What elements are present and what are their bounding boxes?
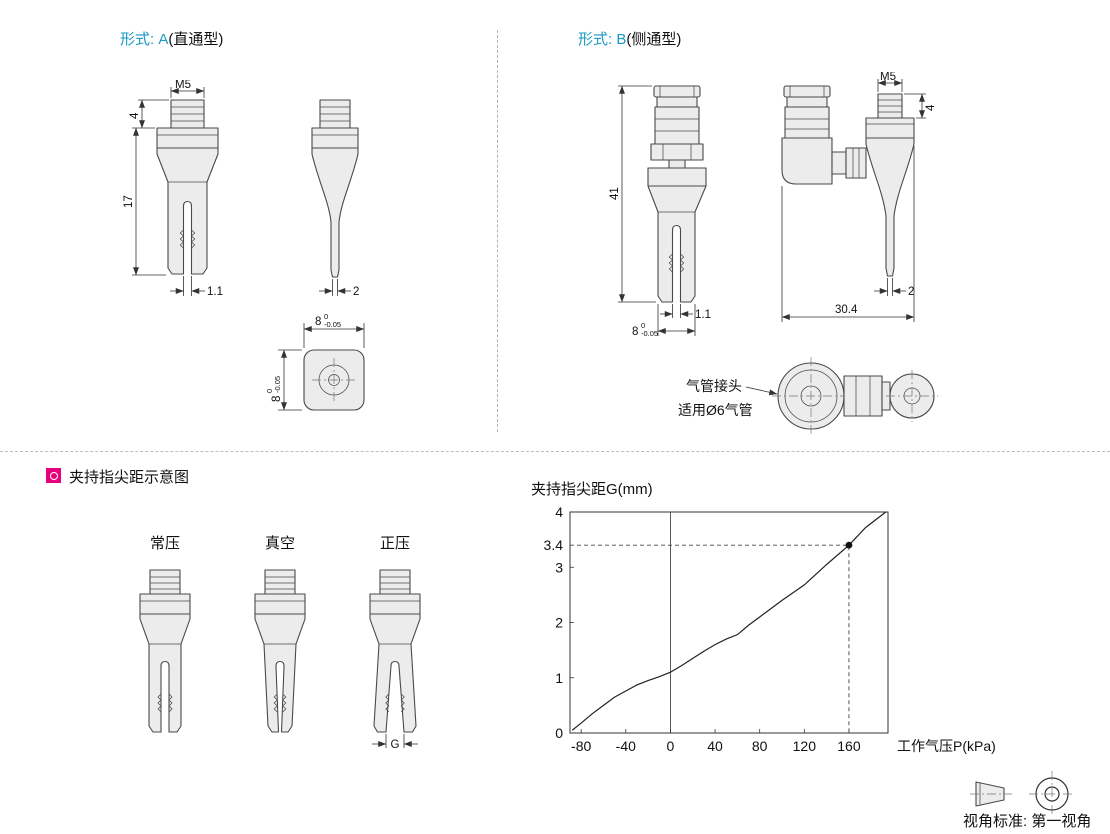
annotation-guides	[570, 544, 850, 733]
variant-label-normal: 常压	[149, 535, 180, 552]
first-angle-circles-icon	[1029, 771, 1075, 817]
dim-square-width-tol-upper: 0	[324, 312, 328, 321]
dim-square-width: 8	[315, 316, 321, 328]
fitting-note-title: 气管接头	[686, 378, 742, 394]
dim-square-height-tol-lower: -0.05	[273, 376, 282, 393]
type-b-side-view: M5 4 2 30.4	[781, 72, 937, 322]
dim-body-width: 8	[632, 326, 638, 338]
x-tick-label: -40	[616, 738, 636, 754]
data-curve	[571, 511, 887, 731]
type-b-heading: 形式: B(侧通型)	[578, 28, 681, 49]
dim-square-height-tol-upper: 0	[265, 389, 274, 393]
dim-square-height-group: 8 0 -0.05	[265, 376, 283, 402]
vertical-divider	[497, 30, 498, 432]
gripper-side-drawing	[311, 99, 359, 278]
type-a-bottom-view: 8 0 -0.05 8 0 -0.05	[265, 312, 365, 411]
variant-label-positive: 正压	[379, 535, 410, 552]
type-b-front-view: 41 1.1 8 0 -0.05	[609, 85, 711, 338]
x-tick-label: 80	[752, 738, 768, 754]
note-leader-arrow	[745, 386, 778, 396]
variant-label-vacuum: 真空	[264, 535, 295, 552]
gripper-elbow-drawing	[781, 85, 915, 277]
top-view-drawing	[772, 357, 938, 435]
y-tick-label: 0	[555, 725, 563, 741]
section-bullet-icon	[46, 468, 61, 483]
gripper-with-fitting-drawing	[647, 85, 707, 303]
annotation-marker	[845, 541, 853, 549]
type-b-kind: (侧通型)	[626, 31, 682, 48]
type-a-label: 形式: A	[120, 31, 169, 48]
dim-g-label: G	[391, 739, 400, 751]
type-b-top-view: 气管接头 适用Ø6气管	[678, 357, 938, 435]
gripper-positive-pressure: G	[369, 569, 421, 751]
x-tick-label: -80	[571, 738, 591, 754]
type-a-side-view: 2	[311, 99, 359, 298]
dim-square-width-tol-lower: -0.05	[324, 320, 341, 329]
type-a-kind: (直通型)	[168, 31, 224, 48]
bottom-view-drawing	[303, 349, 365, 411]
grip-section-title: 夹持指尖距示意图	[69, 469, 190, 486]
dim-tip-width-b: 2	[908, 286, 914, 298]
chart-title: 夹持指尖距G(mm)	[531, 481, 653, 498]
dim-tip-width: 2	[353, 286, 359, 298]
gripper-drawing	[369, 569, 421, 733]
x-tick-label: 0	[667, 738, 675, 754]
dim-total-height: 41	[609, 187, 621, 200]
y-tick-label: 1	[555, 670, 563, 686]
x-tick-label: 40	[707, 738, 723, 754]
dim-slot-width-b: 1.1	[695, 309, 711, 321]
dim-thread: M5	[175, 80, 191, 91]
grip-distance-chart: 夹持指尖距G(mm) -80 -40 0 40 80 120 160 0 1 2 3 3.4 4 工作气压P…	[531, 481, 996, 754]
horizontal-divider	[0, 451, 1110, 452]
dim-body-height: 17	[123, 195, 135, 208]
y-tick-label: 2	[555, 615, 563, 631]
dim-slot-width: 1.1	[207, 286, 223, 298]
type-a-bottom-dimensions: 8 0 -0.05 8 0 -0.05	[265, 312, 365, 411]
x-tick-label: 120	[793, 738, 817, 754]
gripper-vacuum	[254, 569, 306, 733]
gripper-drawing	[254, 569, 306, 733]
x-axis-title: 工作气压P(kPa)	[897, 738, 996, 754]
y-tick-label: 3	[555, 559, 563, 575]
gripper-normal-pressure	[139, 569, 191, 733]
type-b-side-dimensions: M5 4 2 30.4	[781, 72, 937, 322]
first-angle-cone-icon	[970, 781, 1012, 807]
g-dimension: G	[372, 734, 418, 751]
y-tick-label: 4	[555, 504, 563, 520]
type-a-heading: 形式: A(直通型)	[120, 28, 223, 49]
y-tick-label: 3.4	[544, 537, 564, 553]
dim-stud-height-b: 4	[925, 104, 937, 111]
dim-square-height: 8	[271, 396, 283, 402]
dim-body-width-tol-upper: 0	[641, 321, 645, 330]
type-a-front-view: M5 4 17 1.1	[123, 80, 223, 298]
dim-body-width-tol-lower: -0.05	[641, 329, 658, 338]
gripper-front-drawing	[156, 99, 219, 275]
tube-fitting-note: 气管接头 适用Ø6气管	[678, 378, 778, 418]
type-a-side-dimensions: 2	[319, 279, 359, 298]
view-standard-note: 视角标准: 第一视角	[963, 813, 1092, 830]
gripper-drawing	[139, 569, 191, 733]
type-b-label: 形式: B	[578, 31, 627, 48]
type-a-front-dimensions: M5 4 17 1.1	[123, 80, 223, 298]
x-tick-label: 160	[837, 738, 861, 754]
type-b-front-dimensions: 41 1.1 8 0 -0.05	[609, 85, 711, 338]
dim-stud-height: 4	[129, 112, 141, 119]
plot-area	[569, 511, 889, 734]
dim-thread-b: M5	[880, 72, 896, 83]
dim-total-width: 30.4	[835, 304, 858, 316]
fitting-note-sub: 适用Ø6气管	[678, 402, 753, 418]
